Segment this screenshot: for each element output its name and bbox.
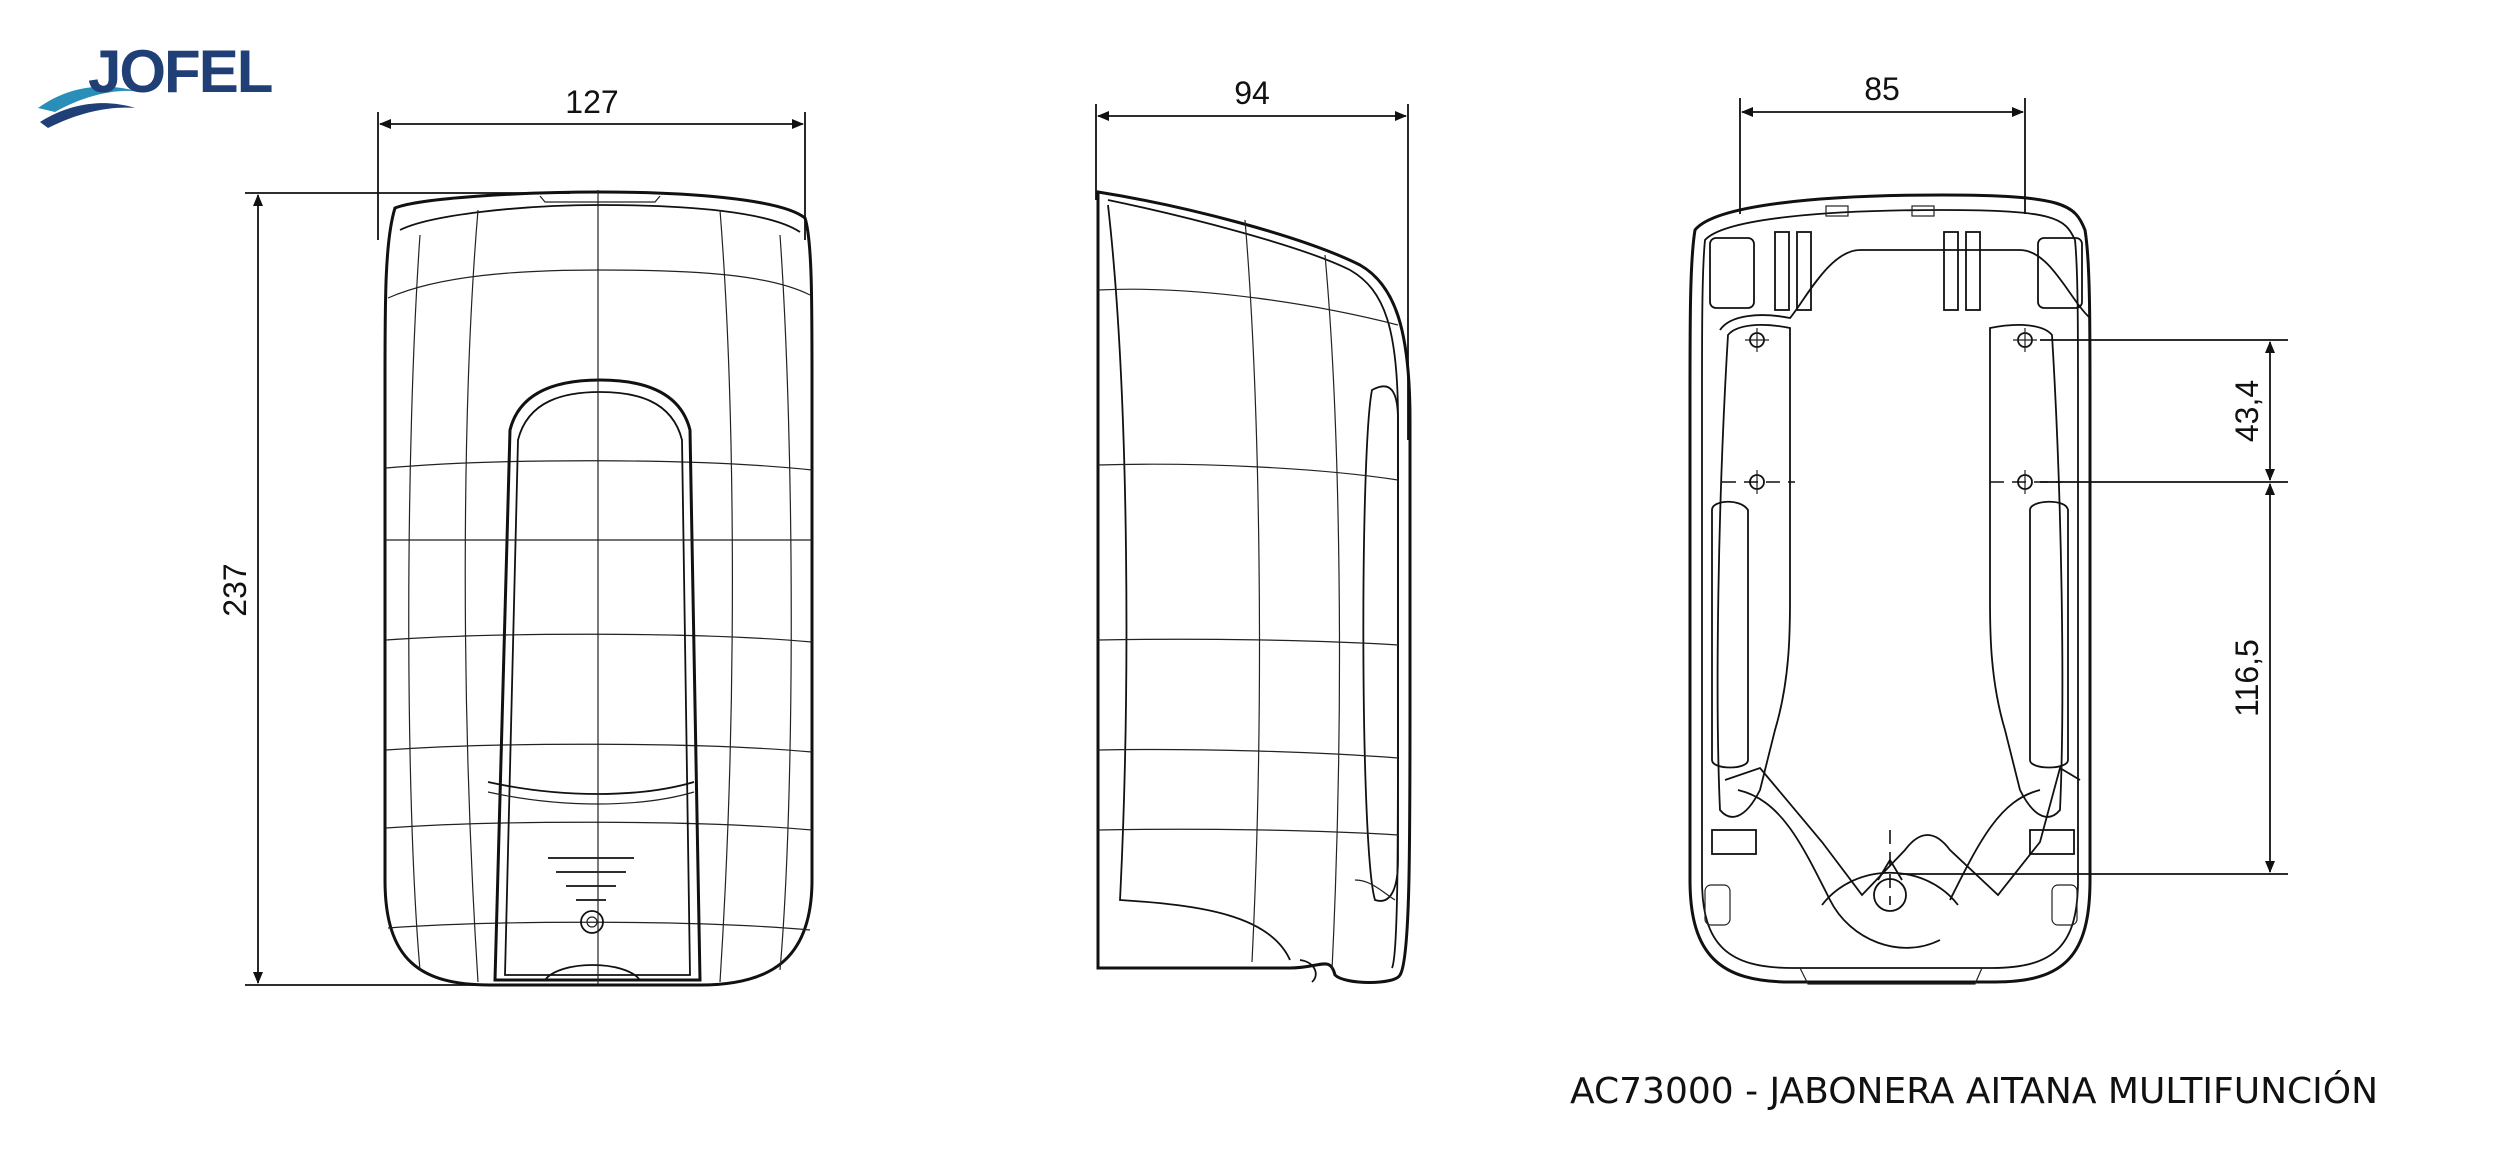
front-view bbox=[383, 190, 814, 987]
jofel-logo: JOFEL bbox=[38, 38, 274, 128]
back-hole-spacing-label: 85 bbox=[1864, 71, 1900, 107]
logo-wave-top bbox=[38, 86, 140, 112]
back-vertical-dimensions: 43,4 116,5 bbox=[1900, 339, 2288, 875]
mounting-hole bbox=[2013, 328, 2037, 352]
back-hole-vertical-lower-label: 116,5 bbox=[2229, 639, 2265, 717]
back-view bbox=[1688, 193, 2092, 985]
drawing-title: AC73000 - JABONERA AITANA MULTIFUNCIÓN bbox=[1570, 1070, 2378, 1112]
front-width-label: 127 bbox=[565, 84, 618, 120]
side-view bbox=[1096, 190, 1412, 984]
back-hole-spacing-dimension: 85 bbox=[1739, 71, 2026, 214]
mounting-hole bbox=[1745, 328, 1769, 352]
logo-wave-bottom bbox=[40, 103, 135, 128]
side-depth-dimension: 94 bbox=[1095, 75, 1409, 440]
front-width-dimension: 127 bbox=[377, 84, 806, 240]
back-hole-vertical-upper-label: 43,4 bbox=[2229, 380, 2265, 442]
front-height-label: 237 bbox=[217, 563, 253, 616]
front-height-dimension: 237 bbox=[217, 192, 570, 986]
logo-brand-text: JOFEL bbox=[88, 38, 272, 105]
side-depth-label: 94 bbox=[1234, 75, 1270, 111]
